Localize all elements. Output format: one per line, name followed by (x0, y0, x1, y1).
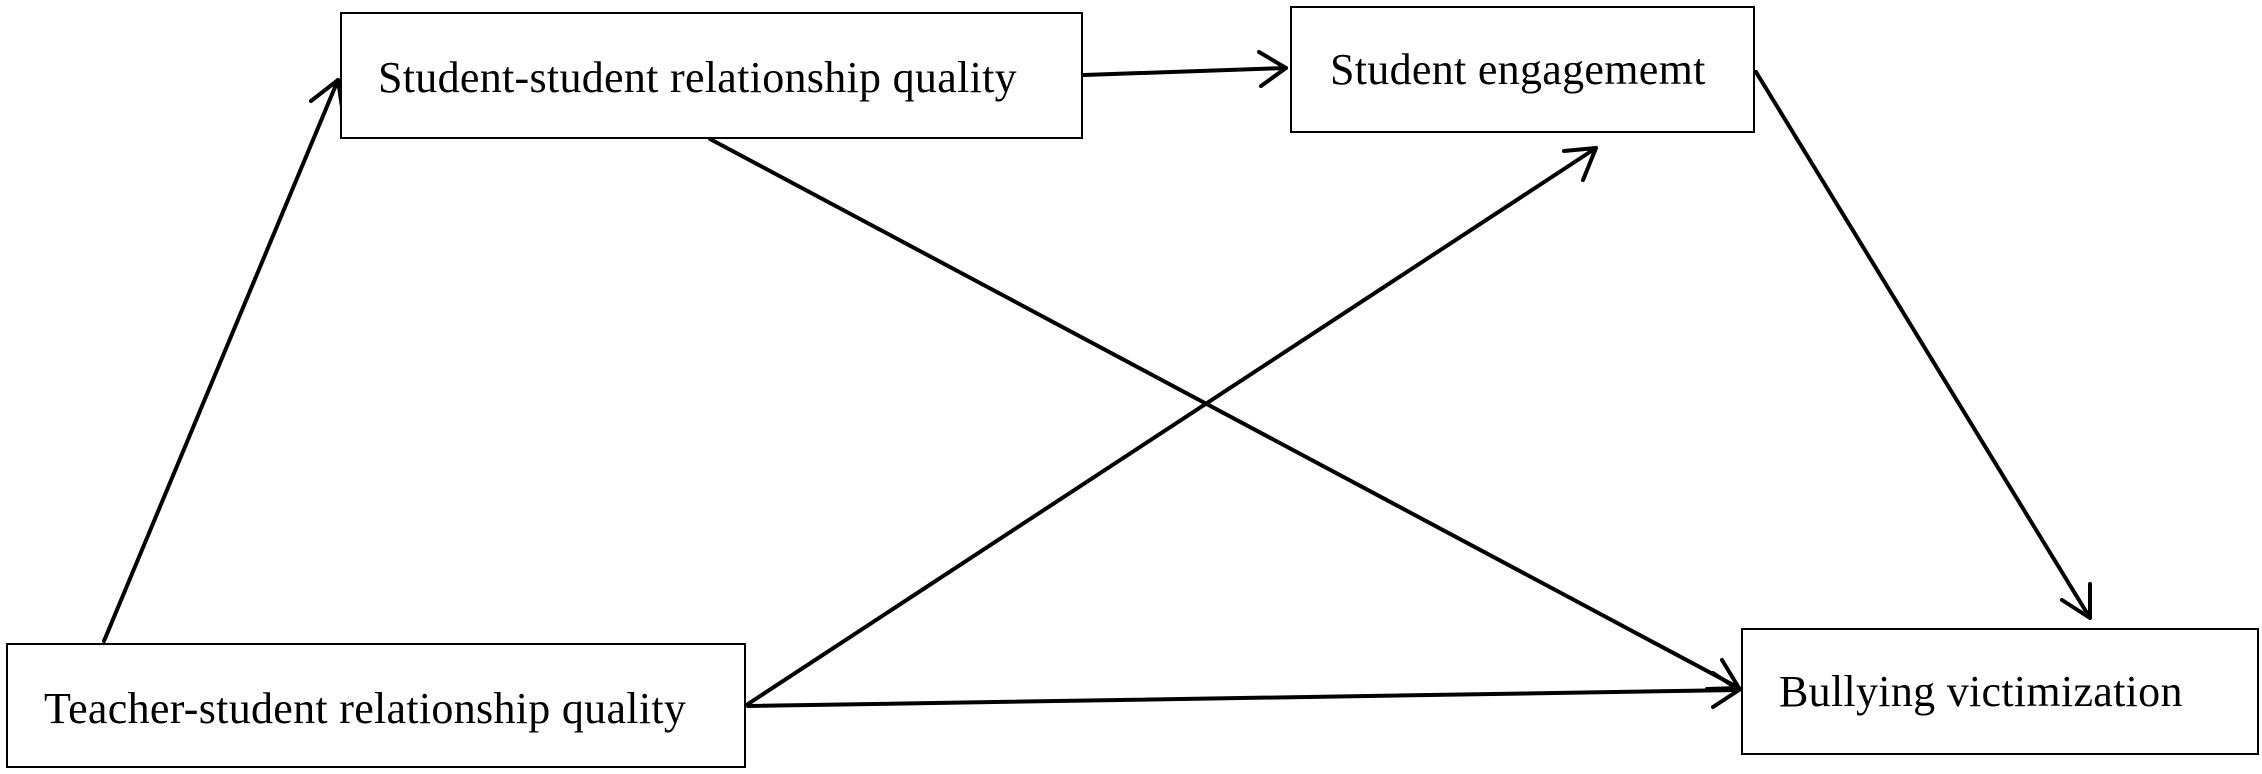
arrow-tsrq-to-engagement (746, 146, 1598, 706)
arrow-ssrq-to-bullying (708, 137, 1741, 691)
node-student-engagement: Student engagememt (1290, 6, 1755, 133)
node-label: Teacher-student relationship quality (44, 684, 687, 733)
node-label: Student-student relationship quality (378, 53, 1017, 102)
node-label: Student engagememt (1330, 45, 1706, 94)
node-student-student-relationship-quality: Student-student relationship quality (340, 12, 1083, 139)
arrow-engagement-to-bullying (1754, 70, 2092, 620)
node-label: Bullying victimization (1779, 667, 2183, 716)
arrow-tsrq-to-bullying (746, 671, 1741, 709)
arrow-tsrq-to-ssrq (102, 78, 345, 643)
node-bullying-victimization: Bullying victimization (1741, 628, 2259, 755)
node-teacher-student-relationship-quality: Teacher-student relationship quality (6, 643, 746, 768)
arrow-ssrq-to-engagement (1082, 50, 1288, 88)
